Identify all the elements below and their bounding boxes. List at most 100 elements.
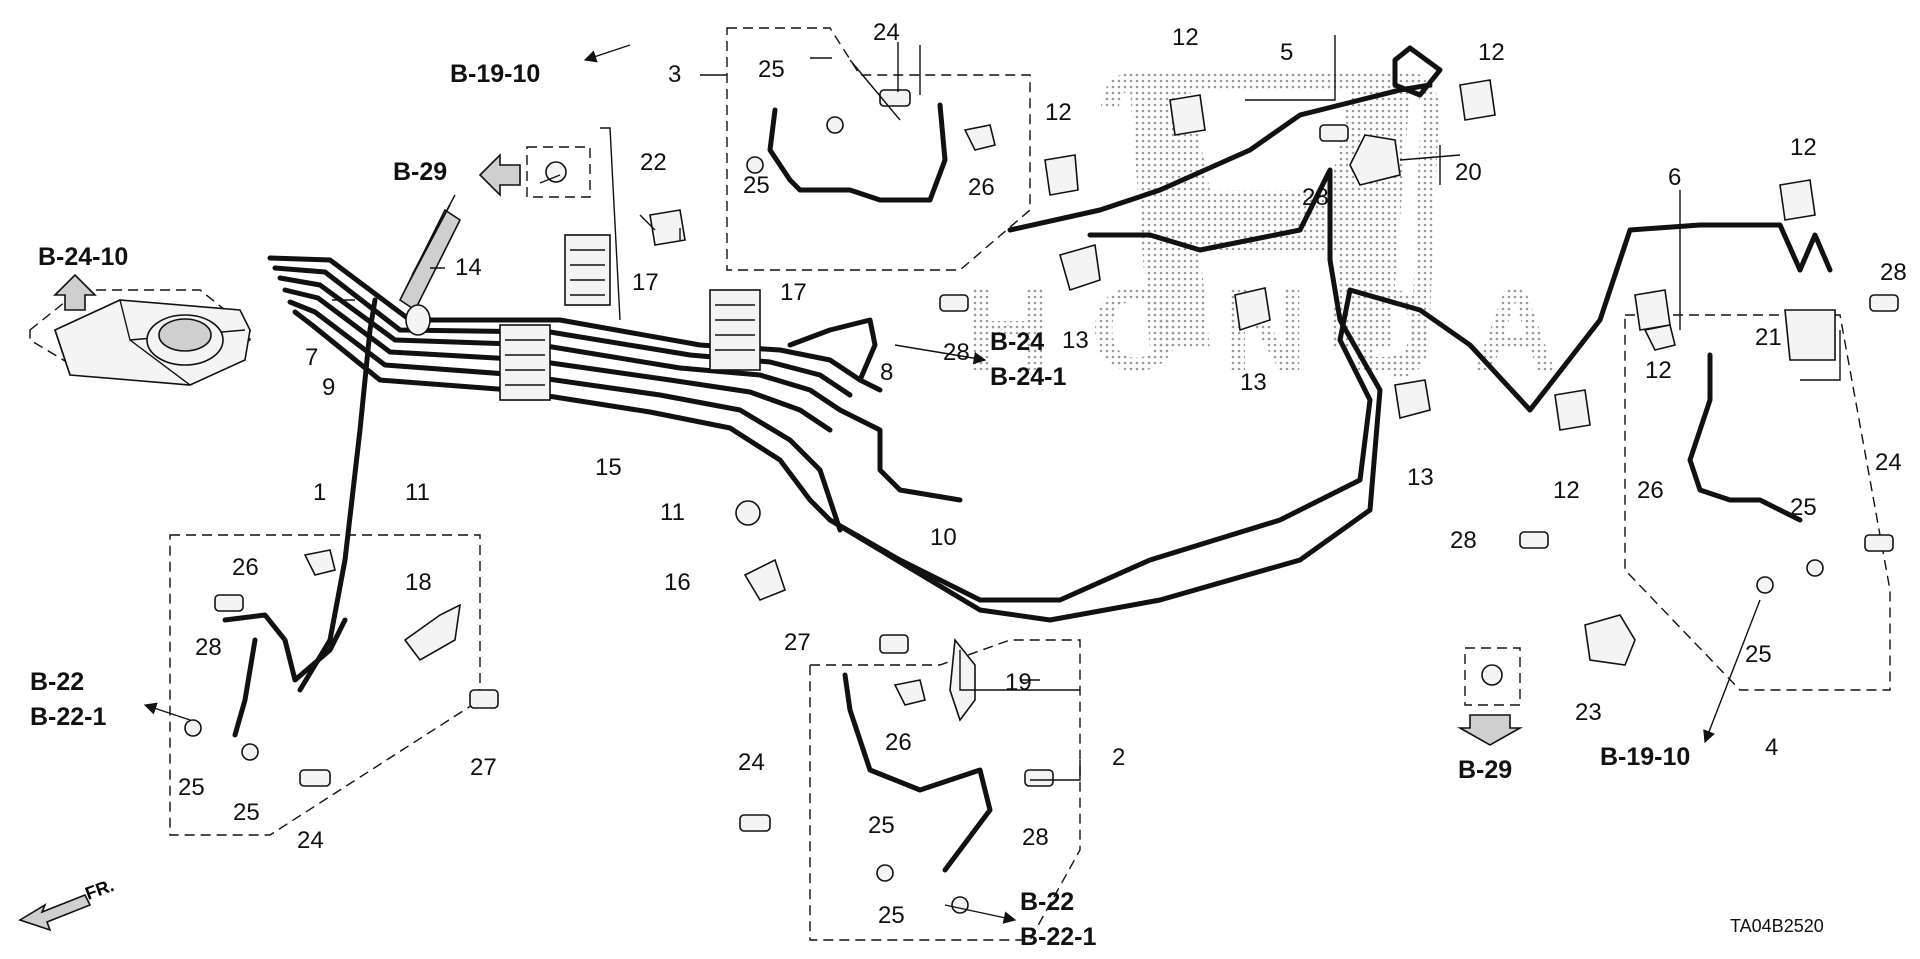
clip-26-d	[1643, 324, 1676, 351]
honda-word-watermark: HONDA	[965, 264, 1598, 396]
washer-25-d	[1756, 559, 1824, 594]
clip-12-c	[1459, 79, 1496, 121]
nut-b29-a	[545, 161, 567, 183]
clip-12-f	[1554, 389, 1591, 431]
ref-b29-right: B-29	[1458, 756, 1512, 784]
part-label-26-top: 26	[968, 174, 995, 201]
ref-b22-1-bottom: B-22-1	[1020, 923, 1097, 951]
part-label-15: 15	[595, 454, 622, 481]
clip-26-c	[893, 679, 926, 706]
part-label-27-left: 27	[470, 754, 497, 781]
arrow-b19-10-top	[583, 44, 631, 63]
part-label-13-c: 13	[1407, 464, 1434, 491]
part-label-24-right: 24	[1875, 449, 1902, 476]
group-outline-4	[1624, 314, 1891, 691]
group-outline-1	[169, 534, 481, 836]
arrow-b24	[894, 344, 987, 365]
part-label-20: 20	[1455, 159, 1482, 186]
part-label-12-e: 12	[1645, 357, 1672, 384]
part-label-28-left: 28	[195, 634, 222, 661]
part-label-11-a: 11	[405, 479, 430, 506]
part-label-11-b: 11	[660, 499, 685, 526]
part-label-13-a: 13	[1062, 327, 1089, 354]
part-label-5: 5	[1280, 39, 1293, 66]
part-label-25-right-b: 25	[1745, 641, 1772, 668]
part-label-25-top-b: 25	[743, 172, 770, 199]
bracket-20	[1349, 134, 1401, 186]
part-label-28-right-top: 28	[1302, 184, 1329, 211]
part-label-16: 16	[664, 569, 691, 596]
part-label-25-mid-a: 25	[868, 812, 895, 839]
bolt-28-a	[214, 594, 244, 612]
arrow-b29-left	[478, 153, 521, 197]
part-label-12-a: 12	[1172, 24, 1199, 51]
clip-14	[398, 194, 462, 312]
part-label-12-b: 12	[1478, 39, 1505, 66]
grommet-11-a	[405, 304, 431, 336]
bolt-28-f	[1519, 531, 1549, 549]
group-outline-2	[809, 639, 1081, 941]
arrow-b19-10-right	[1703, 599, 1761, 744]
part-label-25-left-a: 25	[178, 774, 205, 801]
direction-label: FR.	[83, 875, 117, 904]
abs-modulator	[54, 299, 251, 386]
clip-26-b	[963, 124, 996, 151]
rear-right-hose	[1687, 352, 1803, 523]
clip-12-a	[1169, 94, 1206, 136]
clip-13-b	[1234, 287, 1271, 332]
part-label-17-a: 17	[632, 269, 659, 296]
arrow-b22-bottom	[944, 904, 1017, 924]
bracket-19	[949, 637, 976, 722]
nut-b29-b	[1481, 664, 1503, 686]
bolt-28-c	[1024, 769, 1054, 787]
part-label-26-left: 26	[232, 554, 259, 581]
ref-b24-10: B-24-10	[38, 243, 128, 271]
arrow-b22-left	[143, 702, 191, 721]
part-label-19: 19	[1005, 669, 1032, 696]
clip-15	[499, 324, 551, 401]
part-label-28-right: 28	[1880, 259, 1907, 286]
washer-25-a	[746, 116, 844, 174]
bolt-24-c	[739, 814, 771, 832]
part-label-24-left: 24	[297, 827, 324, 854]
b29-nut-box-top	[526, 146, 591, 198]
part-label-23: 23	[1575, 699, 1602, 726]
part-label-25-right-a: 25	[1790, 494, 1817, 521]
bolt-24-a	[879, 89, 911, 107]
diagram-code: TA04B2520	[1730, 916, 1824, 936]
clip-17-a	[564, 234, 611, 306]
brake-pipe-bundle	[267, 45, 1833, 693]
ref-b22-bottom: B-22	[1020, 888, 1074, 916]
ref-b24-1: B-24-1	[990, 363, 1067, 391]
leader-lines	[332, 35, 1841, 781]
part-label-4: 4	[1765, 734, 1778, 761]
part-label-3: 3	[668, 61, 681, 88]
ref-b29-top: B-29	[393, 158, 447, 186]
part-label-25-mid-b: 25	[878, 902, 905, 929]
part-label-13-b: 13	[1240, 369, 1267, 396]
ref-b22-left: B-22	[30, 668, 84, 696]
part-label-10: 10	[930, 524, 957, 551]
bolt-24-d	[1864, 534, 1894, 552]
part-label-28-right-low: 28	[1450, 527, 1477, 554]
part-label-9: 9	[322, 374, 335, 401]
part-label-8: 8	[880, 359, 893, 386]
front-left-hose	[222, 612, 348, 738]
bolt-28-e	[1869, 294, 1899, 312]
bolt-28-b	[939, 294, 969, 312]
rear-left-hose	[767, 102, 948, 203]
front-right-hose	[842, 672, 993, 873]
part-label-1: 1	[313, 479, 326, 506]
bolt-27-b	[879, 634, 909, 654]
clip-13-a	[1059, 243, 1101, 292]
part-label-12-c: 12	[1045, 99, 1072, 126]
group-outline-3	[726, 27, 1031, 271]
part-label-28-mid: 28	[1022, 824, 1049, 851]
part-label-21: 21	[1755, 324, 1782, 351]
part-label-7: 7	[305, 344, 318, 371]
bracket-22	[649, 209, 686, 246]
ref-b22-1-left: B-22-1	[30, 703, 107, 731]
bolt-28-d	[1319, 124, 1349, 142]
part-label-12-d: 12	[1790, 134, 1817, 161]
